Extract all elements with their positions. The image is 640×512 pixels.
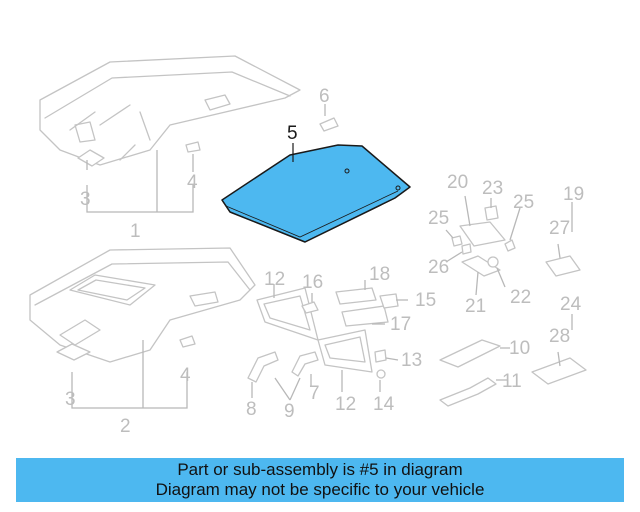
callout-19: 19 bbox=[563, 184, 584, 205]
vanity-mirror-18 bbox=[335, 287, 377, 305]
callout-28: 28 bbox=[549, 326, 570, 347]
callout-22: 22 bbox=[510, 287, 531, 308]
callout-7: 7 bbox=[309, 383, 320, 404]
hook-15 bbox=[379, 293, 399, 309]
sun-visor-upper bbox=[256, 287, 319, 341]
visor-clip-16 bbox=[301, 301, 319, 314]
callout-9: 9 bbox=[284, 401, 295, 422]
info-banner: Part or sub-assembly is #5 in diagram Di… bbox=[16, 458, 624, 502]
trim-piece-3-lower bbox=[56, 343, 91, 361]
callout-25-right: 25 bbox=[513, 192, 534, 213]
callout-25-left: 25 bbox=[428, 208, 449, 229]
callout-11: 11 bbox=[502, 371, 522, 392]
callout-26: 26 bbox=[428, 257, 449, 278]
callout-8: 8 bbox=[246, 399, 257, 420]
callout-3-lower: 3 bbox=[65, 389, 76, 410]
callout-12-lower: 12 bbox=[335, 394, 356, 415]
callout-10: 10 bbox=[509, 338, 530, 359]
grab-handle-8 bbox=[247, 351, 279, 383]
screw-25-right bbox=[504, 239, 516, 252]
callout-18: 18 bbox=[369, 264, 390, 285]
callout-16: 16 bbox=[302, 272, 323, 293]
callout-1: 1 bbox=[130, 221, 141, 242]
bracket-11 bbox=[439, 377, 497, 407]
leader-lines bbox=[71, 104, 573, 409]
callout-17: 17 bbox=[390, 314, 411, 335]
clip-26 bbox=[461, 243, 472, 255]
headliner-upper bbox=[39, 55, 301, 166]
screw-22 bbox=[487, 256, 499, 268]
callouts: 1 2 3 4 3 4 5 6 7 8 9 10 11 12 16 18 15 … bbox=[65, 86, 584, 437]
screw-25-left bbox=[451, 235, 463, 247]
banner-line-1: Part or sub-assembly is #5 in diagram bbox=[177, 460, 463, 479]
clip-6 bbox=[319, 117, 339, 132]
sun-visor-lower bbox=[317, 329, 373, 373]
grab-handle-7 bbox=[291, 351, 319, 377]
callout-15: 15 bbox=[415, 290, 436, 311]
vanity-mirror-17 bbox=[341, 305, 389, 327]
screw-14 bbox=[376, 369, 386, 379]
callout-6: 6 bbox=[319, 86, 330, 107]
lamp-assembly-19 bbox=[545, 255, 581, 277]
callout-4-lower: 4 bbox=[180, 365, 191, 386]
banner-line-2: Diagram may not be specific to your vehi… bbox=[155, 480, 485, 499]
headliner-lower bbox=[29, 247, 256, 363]
parts-diagram: 1 2 3 4 3 4 5 6 7 8 9 10 11 12 16 18 15 … bbox=[29, 55, 587, 437]
callout-3-upper: 3 bbox=[80, 189, 91, 210]
lamp-assembly-24 bbox=[531, 357, 587, 385]
callout-2: 2 bbox=[120, 416, 131, 437]
callout-12-upper: 12 bbox=[264, 269, 285, 290]
callout-27: 27 bbox=[549, 218, 570, 239]
bulb-23 bbox=[484, 205, 499, 221]
clip-4-upper bbox=[185, 141, 201, 153]
callout-5: 5 bbox=[287, 123, 298, 144]
roof-panel-part-5 bbox=[221, 143, 411, 243]
callout-14: 14 bbox=[373, 394, 395, 415]
clip-13 bbox=[374, 349, 387, 363]
lens-21 bbox=[461, 255, 501, 277]
map-light-10 bbox=[439, 339, 501, 368]
dome-light-20 bbox=[459, 221, 506, 247]
callout-21: 21 bbox=[465, 296, 486, 317]
callout-24: 24 bbox=[560, 294, 582, 315]
clip-4-lower bbox=[179, 335, 196, 348]
callout-4-upper: 4 bbox=[187, 172, 198, 193]
callout-13: 13 bbox=[401, 350, 422, 371]
callout-20: 20 bbox=[447, 172, 468, 193]
callout-23: 23 bbox=[482, 178, 503, 199]
